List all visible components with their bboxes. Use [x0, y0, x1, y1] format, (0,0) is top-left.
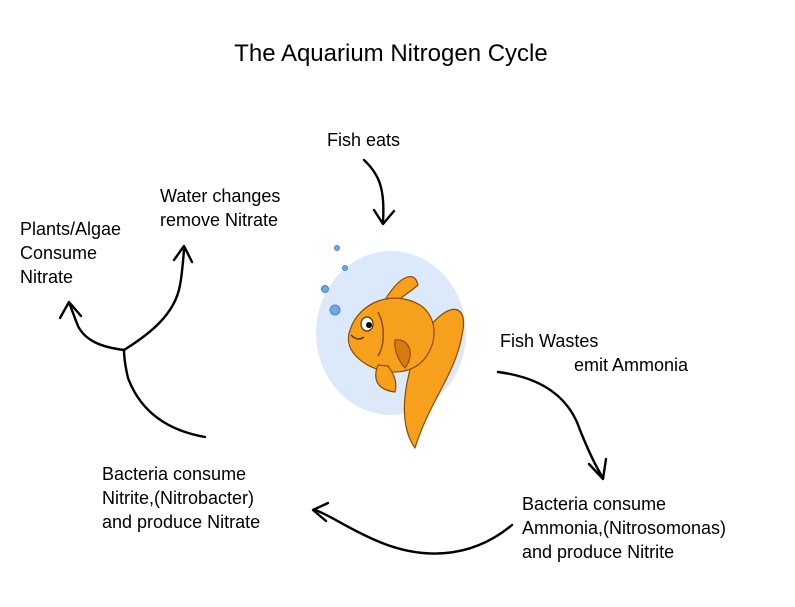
label-fish-wastes: Fish Wastes emit Ammonia — [500, 331, 689, 375]
label-bacteria-ammonia: Bacteria consume Ammonia,(Nitrosomonas) … — [522, 494, 727, 562]
arrow-ammonia — [496, 370, 608, 481]
label-fish-eats: Fish eats — [327, 130, 401, 150]
label-plants-algae: Plants/Algae Consume Nitrate — [20, 219, 122, 287]
arrow-nitrate-fork — [58, 244, 207, 439]
label-water-changes: Water changes remove Nitrate — [160, 186, 281, 230]
goldfish-icon — [347, 275, 464, 449]
arrow-nitrite — [311, 501, 514, 555]
diagram-title: The Aquarium Nitrogen Cycle — [234, 40, 548, 67]
label-bacteria-nitrite: Bacteria consume Nitrite,(Nitrobacter) a… — [102, 464, 261, 532]
bubble-icon — [321, 245, 348, 316]
arrow-food-to-fish — [362, 158, 396, 226]
